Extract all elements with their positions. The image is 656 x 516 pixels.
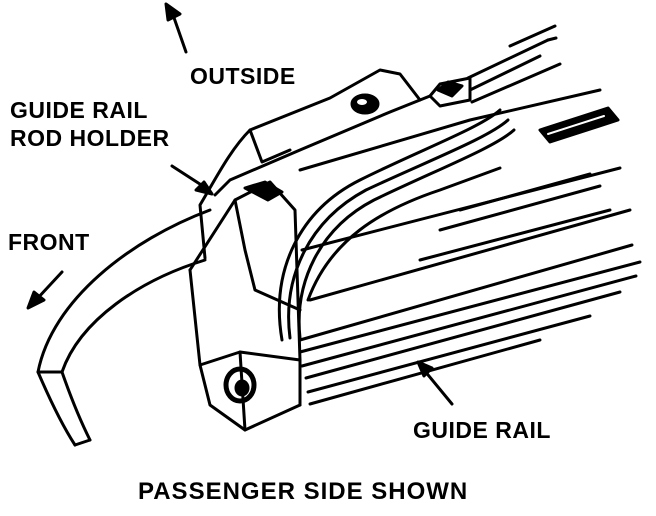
guide-rail-body [298,88,642,406]
rod-holder-label-line1: GUIDE RAIL [10,97,148,123]
outside-label: OUTSIDE [190,63,296,89]
guide-rail-label: GUIDE RAIL [413,417,551,443]
figure-caption: PASSENGER SIDE SHOWN [138,478,469,505]
rod-holder-leader [170,164,214,196]
rod-holder-label: GUIDE RAIL ROD HOLDER [10,96,170,152]
rod-holder-clip [188,180,302,432]
rod-holder-body [198,68,432,260]
front-arrow [26,270,64,310]
front-label: FRONT [8,229,90,255]
rail-end-fitting [428,24,620,144]
front-frame-curve [36,208,212,447]
guide-rail-rod [277,108,516,342]
rod-holder-label-line2: ROD HOLDER [10,125,170,151]
outside-arrow [164,2,188,54]
